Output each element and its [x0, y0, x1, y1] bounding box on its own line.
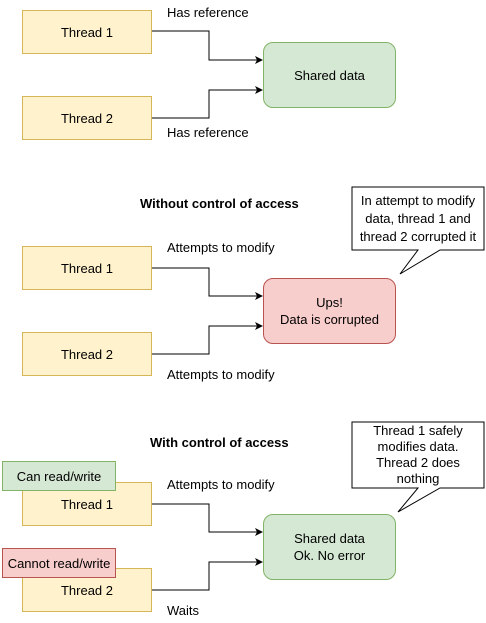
callout-bubble-s3: [351, 421, 485, 513]
s2-callout-text: In attempt to modify data, thread 1 and …: [352, 192, 484, 246]
s3-heading: With control of access: [150, 435, 289, 450]
s1-thread2-box: Thread 2: [22, 96, 152, 140]
s2-callout-line2: data, thread 1 and: [365, 211, 471, 226]
s1-thread1-box: Thread 1: [22, 10, 152, 54]
s2-callout-line3: thread 2 corrupted it: [359, 229, 477, 244]
s2-callout-line1: In attempt to modify: [360, 193, 476, 208]
s2-thread2-box: Thread 2: [22, 332, 152, 376]
s3-shared-line1: Shared data: [294, 531, 365, 546]
s1-thread1-label: Thread 1: [60, 24, 114, 40]
s2-thread1-label: Thread 1: [60, 260, 114, 276]
s1-label-top: Has reference: [167, 5, 249, 20]
s1-thread2-label: Thread 2: [60, 110, 114, 126]
arrow-s3-thread1: [152, 503, 263, 536]
arrow-s3-thread2: [152, 558, 263, 591]
arrow-s1-thread2: [152, 86, 263, 119]
s3-callout-line4: nothing: [396, 471, 440, 486]
s3-label-top: Attempts to modify: [167, 477, 275, 492]
s1-shared-label: Shared data: [294, 67, 365, 83]
s3-callout-text: Thread 1 safely modifies data. Thread 2 …: [352, 423, 484, 486]
arrow-s2-thread2: [152, 322, 263, 355]
s2-thread2-label: Thread 2: [60, 346, 114, 362]
s3-thread2-label: Thread 2: [60, 582, 114, 598]
s3-callout-line3: Thread 2 does: [376, 455, 460, 470]
s3-shared-line2: Ok. No error: [293, 548, 366, 563]
s2-heading: Without control of access: [140, 196, 299, 211]
s3-shared-data-box: Shared data Ok. No error: [263, 514, 396, 580]
s3-cannot-read-write-tag: Cannot read/write: [2, 548, 116, 578]
s3-can-read-write-tag: Can read/write: [2, 461, 116, 491]
callout-bubble-s2: [351, 186, 485, 275]
s2-corrupted-data-box: Ups! Data is corrupted: [263, 278, 396, 344]
arrow-s2-thread1: [152, 267, 263, 300]
s3-callout-line1: Thread 1 safely: [373, 423, 463, 438]
arrow-s1-thread1: [152, 30, 263, 64]
s2-shared-line1: Ups!: [316, 295, 343, 310]
s3-callout-line2: modifies data.: [377, 439, 459, 454]
s2-thread1-box: Thread 1: [22, 246, 152, 290]
s3-label-bottom: Waits: [167, 603, 200, 618]
s2-shared-line2: Data is corrupted: [280, 312, 379, 327]
s2-label-top: Attempts to modify: [167, 240, 275, 255]
s1-shared-data-box: Shared data: [263, 42, 396, 108]
s3-thread1-label: Thread 1: [60, 496, 114, 512]
s1-label-bottom: Has reference: [167, 125, 249, 140]
s2-label-bottom: Attempts to modify: [167, 367, 275, 382]
